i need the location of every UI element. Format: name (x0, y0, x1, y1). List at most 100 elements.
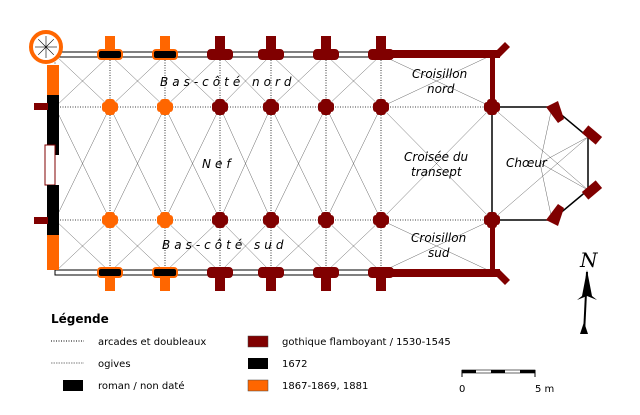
label-bas-cote-sud: Bas-côté sud (162, 238, 287, 252)
pier (487, 99, 497, 115)
legend-swatch-gothic (247, 335, 269, 348)
legend-title: Légende (51, 312, 109, 326)
north-arrow: N (577, 248, 599, 335)
pier (266, 99, 276, 115)
pier (376, 212, 386, 228)
pier (105, 212, 115, 228)
ogive-rib (380, 54, 493, 108)
piers (102, 99, 500, 228)
label-croisillon-nord-2: nord (427, 82, 455, 96)
legend-gothic: gothique flamboyant / 1530-1545 (282, 337, 451, 348)
pier (487, 212, 497, 228)
west-portal (44, 144, 56, 186)
label-croisillon-sud-1: Croisillon (411, 231, 466, 245)
pier (376, 99, 386, 115)
legend-1672: 1672 (282, 359, 307, 370)
ogive-rib (54, 54, 111, 108)
scale-end: 5 m (535, 384, 554, 395)
legend-swatch-roman (63, 380, 83, 391)
choir-rib (491, 136, 589, 221)
pier (215, 99, 225, 115)
wall-pier (97, 49, 123, 60)
ogive-rib (109, 54, 166, 108)
ogive-rib (54, 219, 111, 273)
stair-step (38, 39, 47, 48)
ogive-rib (219, 219, 272, 273)
north-buttress (376, 36, 386, 54)
pier (105, 99, 115, 115)
wall-pier (313, 49, 339, 60)
wall-pier (97, 267, 123, 278)
legend-ogives: ogives (98, 359, 131, 370)
label-choeur: Chœur (506, 156, 548, 170)
walls (29, 30, 603, 291)
legend-modern: 1867-1869, 1881 (282, 381, 368, 392)
transept-south-east-wall (490, 220, 495, 275)
south-buttress (105, 273, 115, 291)
ogive-rib (54, 106, 111, 221)
west-buttress (34, 103, 48, 110)
ogive-rib (380, 106, 493, 221)
north-buttress (160, 36, 170, 54)
wall-pier (207, 49, 233, 60)
choir-rib (539, 162, 553, 221)
pier (321, 99, 331, 115)
west-wall-1672 (47, 185, 59, 235)
ogive-rib (164, 54, 221, 108)
ogive-rib (164, 219, 221, 273)
choir-rib (539, 136, 589, 164)
pier (160, 212, 170, 228)
west-wall-1672 (47, 95, 59, 155)
ogive-rib (270, 219, 327, 273)
transept-north-wall (380, 50, 500, 58)
label-nef: Nef (202, 157, 235, 171)
stair-step (45, 39, 54, 48)
ogive-rib (164, 106, 221, 221)
south-buttress (160, 273, 170, 291)
wall-pier (313, 267, 339, 278)
north-buttress (215, 36, 225, 54)
pier (215, 212, 225, 228)
choir-rib (539, 162, 589, 191)
ogive-rib (270, 106, 327, 221)
wall-pier (368, 267, 394, 278)
north-letter: N (579, 248, 599, 272)
corner-buttress (495, 42, 510, 57)
west-wall-modern (47, 65, 59, 95)
scale-start: 0 (459, 384, 465, 395)
ogive-rib (219, 106, 272, 221)
south-buttress (266, 273, 276, 291)
south-buttress (376, 273, 386, 291)
south-buttress (321, 273, 331, 291)
scale-bar: 0 5 m (459, 369, 554, 395)
ogive-rib (109, 106, 166, 221)
ogive-rib (270, 54, 327, 108)
choir-rib (539, 106, 553, 164)
legend-swatch-1672 (248, 358, 268, 369)
north-buttress (266, 36, 276, 54)
wall-pier (152, 267, 178, 278)
south-buttress (215, 273, 225, 291)
wall-pier (258, 49, 284, 60)
apse-buttress (581, 125, 603, 145)
wall-pier (368, 49, 394, 60)
transept-north-east-wall (490, 52, 495, 107)
wall-pier (258, 267, 284, 278)
label-croisee-2: transept (411, 165, 463, 179)
ogive-rib (325, 54, 382, 108)
pier (321, 212, 331, 228)
north-buttress (321, 36, 331, 54)
corner-buttress (495, 270, 510, 285)
ogive-rib (325, 219, 382, 273)
wall-pier (152, 49, 178, 60)
label-croisillon-nord-1: Croisillon (412, 67, 467, 81)
ogive-rib (219, 54, 272, 108)
north-buttress (105, 36, 115, 54)
legend-arcades: arcades et doubleaux (98, 337, 206, 348)
choir-rib (491, 106, 589, 191)
pier (160, 99, 170, 115)
label-croisillon-sud-2: sud (428, 246, 450, 260)
legend-swatch-modern (247, 379, 269, 392)
wall-pier (207, 267, 233, 278)
